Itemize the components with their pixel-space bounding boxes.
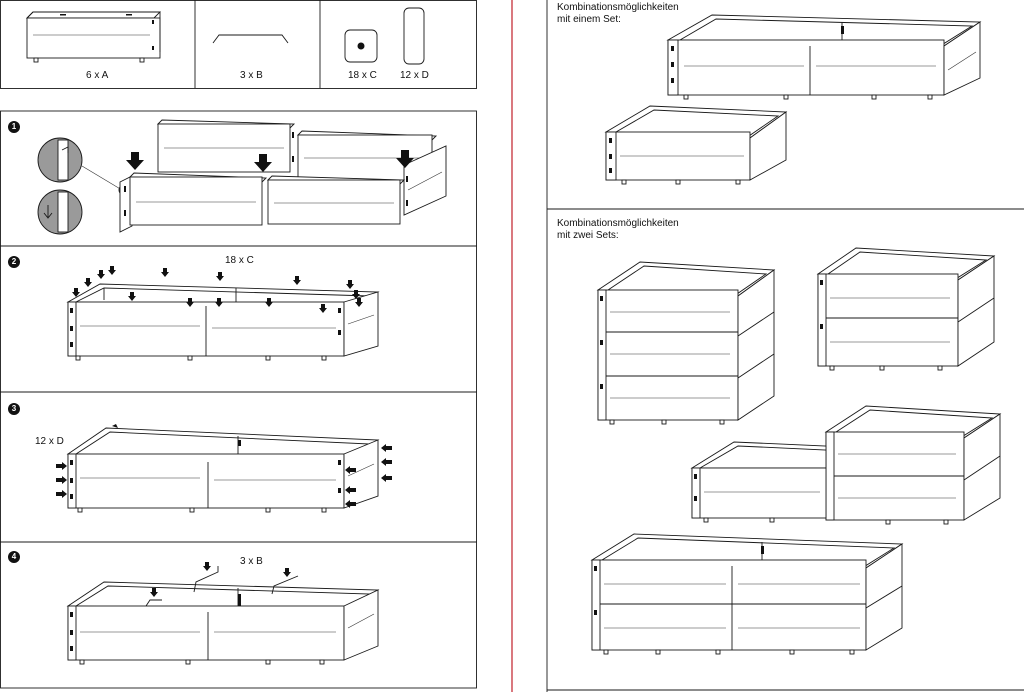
two-sets-heading-line1: Kombinationsmöglichkeiten	[557, 218, 679, 229]
step-4-callout: 3 x B	[240, 556, 263, 567]
step-4-number: 4	[8, 551, 20, 563]
one-set-heading: Kombinationsmöglichkeiten mit einem Set:	[557, 2, 679, 26]
step-1-number: 1	[8, 121, 20, 133]
part-d-label: 12 x D	[400, 70, 429, 81]
two-sets-heading-line2: mit zwei Sets:	[557, 230, 619, 241]
one-set-heading-line1: Kombinationsmöglichkeiten	[557, 2, 679, 13]
step-3-callout: 12 x D	[35, 436, 64, 447]
part-c-label: 18 x C	[348, 70, 377, 81]
step-2-number: 2	[8, 256, 20, 268]
step-3-number: 3	[8, 403, 20, 415]
two-sets-heading: Kombinationsmöglichkeiten mit zwei Sets:	[557, 218, 679, 242]
step-2-callout: 18 x C	[225, 255, 254, 266]
step-4-box	[0, 541, 477, 689]
one-set-heading-line2: mit einem Set:	[557, 14, 621, 25]
part-b-label: 3 x B	[240, 70, 263, 81]
parts-box	[0, 0, 477, 89]
part-a-label: 6 x A	[86, 70, 109, 81]
